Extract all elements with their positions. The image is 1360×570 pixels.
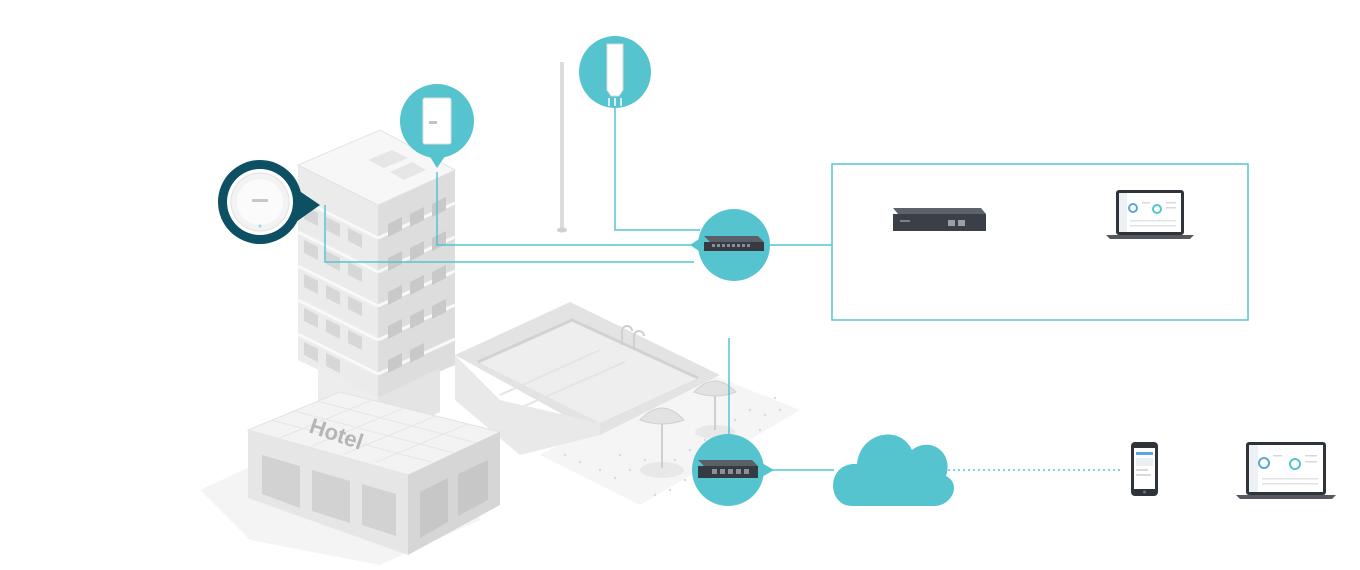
deck-dots bbox=[563, 396, 782, 497]
link-wall-ap bbox=[436, 172, 694, 246]
local-management-frame bbox=[831, 163, 1249, 321]
link-ceiling-ap bbox=[324, 205, 694, 263]
cloud-icon[interactable] bbox=[833, 434, 955, 506]
hotel-windows bbox=[304, 206, 362, 373]
lamp-pole bbox=[557, 62, 567, 233]
hardware-controller-icon bbox=[893, 208, 986, 231]
outdoor-ap-bubble[interactable] bbox=[579, 36, 651, 108]
poe-switch-icon bbox=[704, 236, 764, 251]
outdoor-access-point-icon bbox=[606, 43, 624, 106]
gateway-router-icon bbox=[698, 460, 758, 478]
ceiling-ap-bubble[interactable] bbox=[218, 160, 320, 244]
pool-deck bbox=[540, 370, 800, 505]
router-bubble[interactable] bbox=[692, 434, 774, 506]
umbrella-left-icon bbox=[639, 407, 685, 478]
smartphone-icon bbox=[1131, 442, 1158, 496]
pool-water bbox=[478, 320, 698, 423]
wall-access-point-icon bbox=[422, 97, 452, 145]
link-outdoor-ap bbox=[614, 108, 700, 231]
wall-ap-bubble[interactable] bbox=[400, 84, 474, 168]
remote-laptop-icon bbox=[1236, 442, 1336, 499]
pool-area bbox=[455, 302, 800, 505]
ceiling-access-point-icon bbox=[230, 172, 290, 232]
connection-lines bbox=[324, 108, 1120, 471]
hotel-building: Hotel bbox=[246, 129, 502, 555]
pool-ladder-icon bbox=[621, 325, 645, 350]
poe-switch-bubble[interactable] bbox=[690, 209, 770, 281]
hotel-roof bbox=[296, 129, 457, 206]
laptop-icon bbox=[1106, 190, 1194, 239]
